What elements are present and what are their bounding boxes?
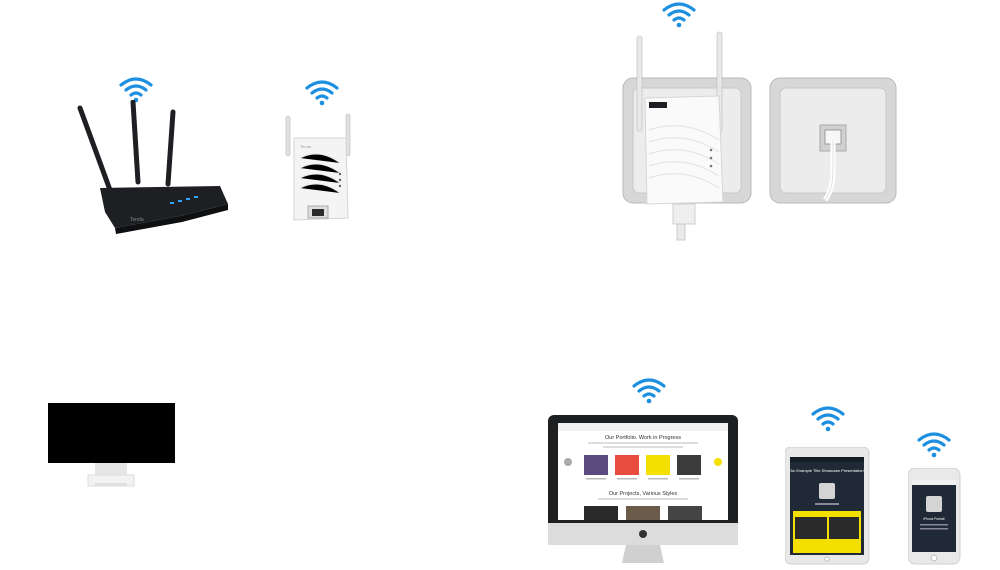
imac-subheading: Our Projects, Various Styles	[609, 491, 678, 497]
wifi-icon	[118, 75, 154, 103]
ipad-image: "An Example Title Showcase Presentation"	[784, 446, 870, 565]
range-extender-image: Tenda	[280, 108, 360, 228]
extender-brand: Tenda	[300, 144, 312, 149]
apple-logo	[639, 530, 647, 538]
imac-image: Our Portfolio. Work in Progress Our Proj…	[548, 415, 740, 565]
wifi-icon	[810, 404, 846, 432]
wall-socket-scene	[615, 30, 905, 250]
wifi-icon	[304, 78, 340, 106]
router-image: Tenda	[70, 99, 235, 240]
imac-heading: Our Portfolio. Work in Progress	[605, 435, 681, 441]
monitor-image	[45, 400, 180, 492]
iphone-image: iPhone Portrait	[907, 467, 961, 565]
wifi-icon	[916, 430, 952, 458]
iphone-heading: iPhone Portrait	[923, 517, 944, 521]
wifi-icon	[661, 0, 697, 28]
router-brand: Tenda	[130, 217, 144, 223]
wifi-icon	[631, 376, 667, 404]
ipad-heading: "An Example Title Showcase Presentation"	[789, 468, 866, 473]
